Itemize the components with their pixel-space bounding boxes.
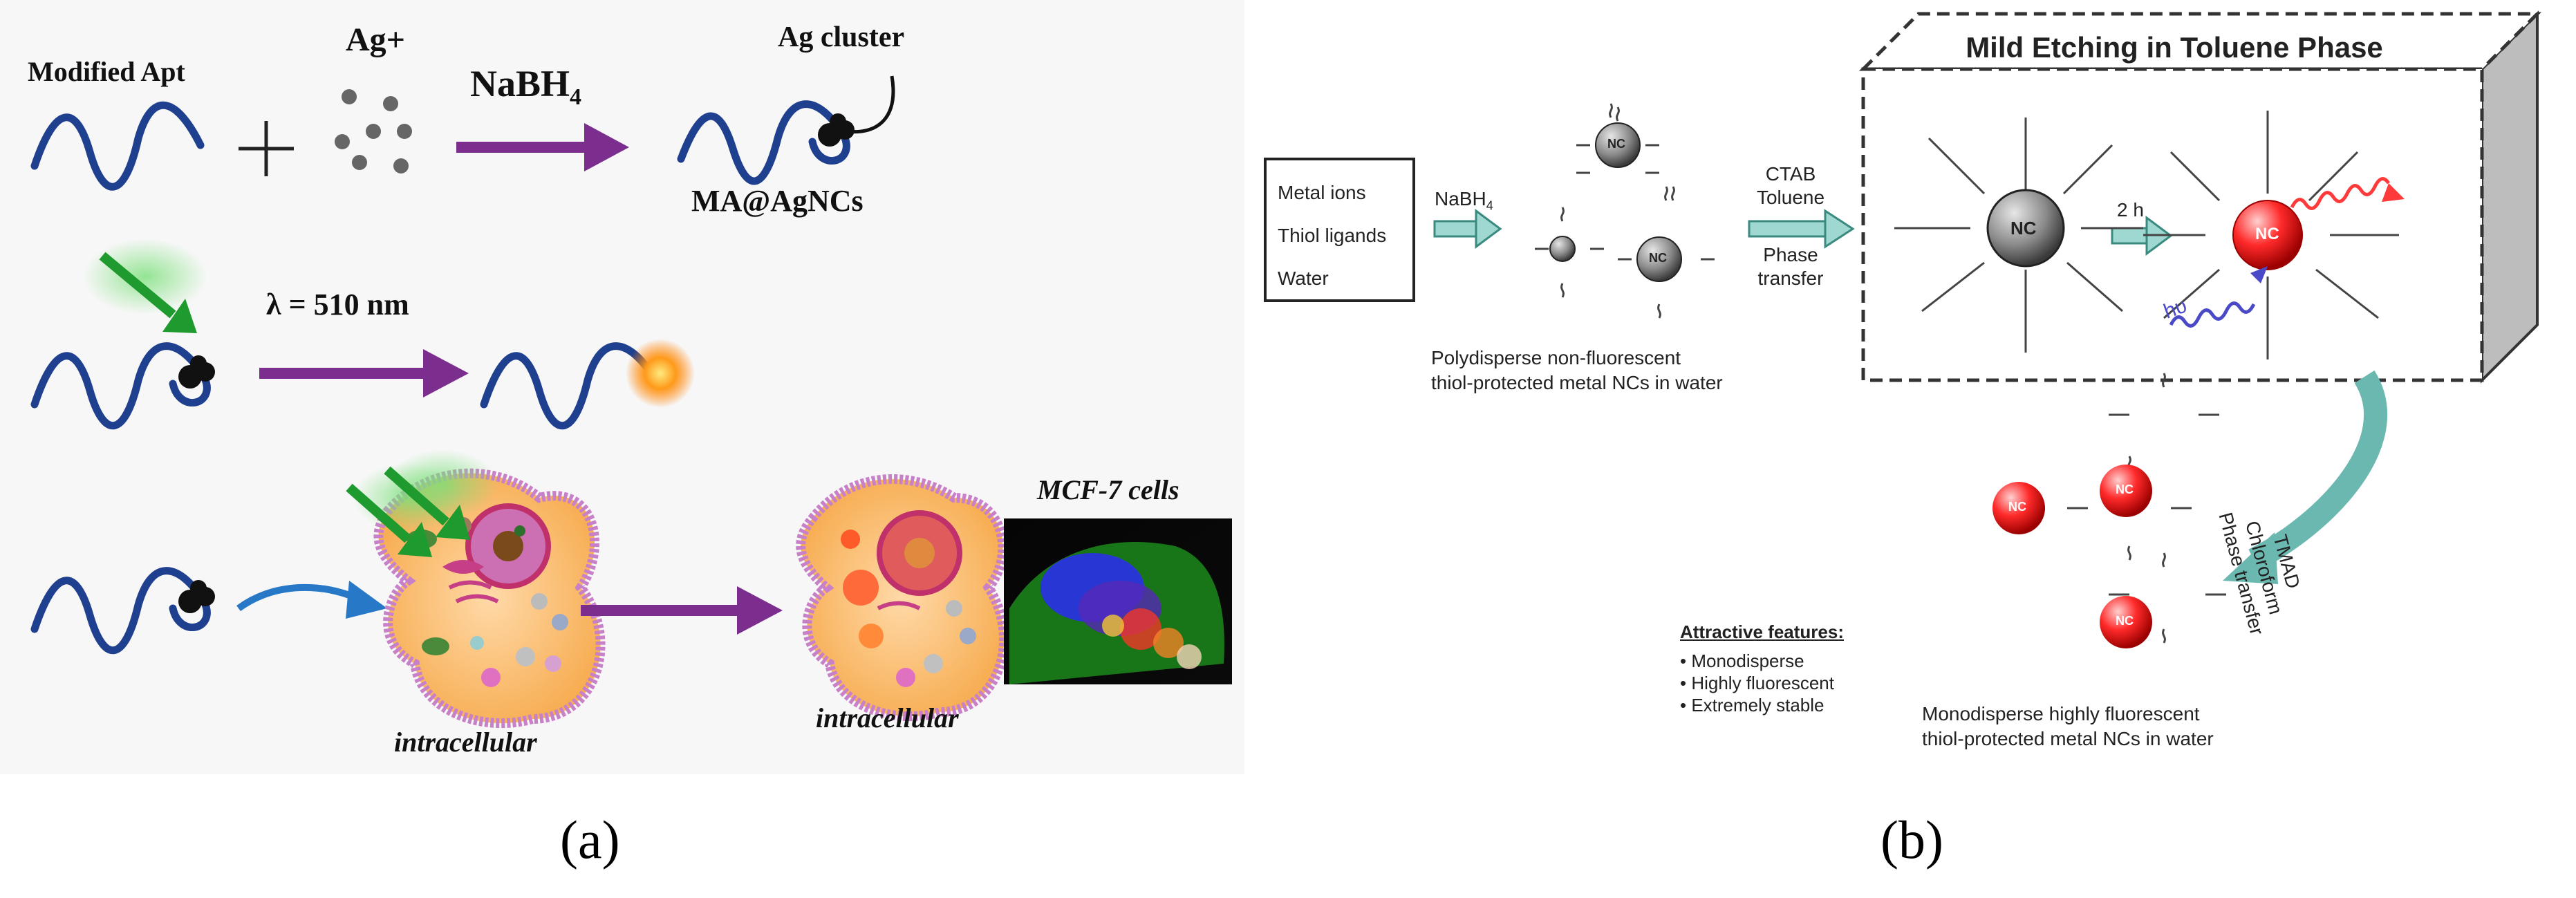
box-top-face (1858, 12, 2542, 71)
gray-nc-group (1535, 103, 1715, 319)
nc-label: NC (2255, 225, 2279, 243)
nc-gray-small (1549, 236, 1576, 262)
aptamer-wave-3 (30, 342, 211, 430)
nc-in-box-red (2232, 200, 2303, 270)
nc-gray-1 (1595, 122, 1641, 168)
nc-red-3 (2100, 596, 2152, 648)
aptamer-wave-5 (30, 567, 211, 655)
aptamer-wave-4 (480, 342, 657, 430)
curved-teal-arrow (2248, 370, 2387, 571)
polydisperse-line-1: Polydisperse non-fluorescent (1431, 347, 1681, 368)
wavelength-label: λ = 510 nm (266, 288, 409, 321)
nabh4-text-b: NaBH (1435, 188, 1486, 209)
nabh4-label-b: NaBH4 (1435, 188, 1493, 214)
nabh4-sub-a: 4 (570, 84, 582, 110)
modified-apt-label: Modified Apt (28, 56, 185, 87)
ag-cluster-pointer (846, 75, 895, 134)
nabh4-label-a: NaBH4 (470, 62, 581, 111)
reagent-item: Water (1278, 268, 1329, 289)
aptamer-wave-2 (677, 100, 850, 185)
feature-item: • Highly fluorescent (1680, 673, 1834, 693)
intracellular-label-1: intracellular (394, 727, 537, 758)
red-nc-ligands (2067, 373, 2226, 644)
ag-cluster-blob-3 (178, 580, 215, 613)
monodisperse-line-2: thiol-protected metal NCs in water (1922, 728, 2214, 749)
ctab-labels-top: CTAB Toluene (1753, 162, 1829, 209)
feature-item: • Monodisperse (1680, 651, 1804, 671)
cell-2-organelles (841, 530, 976, 687)
ctab-line: transfer (1757, 268, 1824, 289)
reagents-list: Metal ions Thiol ligands Water (1278, 171, 1386, 300)
curved-teal-arrow-head (2223, 532, 2278, 584)
nabh4-text-a: NaBH (470, 63, 570, 104)
feature-item: • Extremely stable (1680, 695, 1824, 715)
mcf7-label: MCF-7 cells (1037, 474, 1179, 505)
red-emission-head (2382, 183, 2405, 202)
ag-cluster-blob-2 (178, 355, 215, 389)
green-excitation-arrows-2 (346, 466, 470, 557)
ag-plus-label: Ag+ (346, 21, 405, 59)
green-glow-1 (83, 238, 207, 315)
nc-label: NC (2116, 614, 2134, 628)
nc-in-box-gray (1986, 189, 2065, 268)
reagents-box (1264, 158, 1415, 302)
nc-label: NC (2010, 218, 2037, 238)
purple-arrow-1 (456, 123, 629, 171)
ag-cluster-label: Ag cluster (778, 21, 905, 53)
blue-uptake-arrow (236, 581, 387, 619)
nc-gray-2 (1636, 236, 1682, 282)
features-list: Attractive features: • Monodisperse • Hi… (1680, 621, 1844, 716)
ag-plus-text: Ag+ (346, 21, 406, 58)
ctab-line: CTAB (1765, 163, 1816, 185)
nc-red-1 (1992, 482, 2045, 534)
caption-b: (b) (1880, 810, 1943, 870)
intracellular-label-2: intracellular (816, 702, 959, 733)
teal-arrow-1 (1433, 209, 1502, 249)
purple-arrow-2 (259, 349, 469, 397)
green-excitation-arrow-1 (99, 252, 197, 333)
monodisperse-line-1: Monodisperse highly fluorescent (1922, 703, 2200, 724)
teal-arrow-2 (1748, 209, 1855, 249)
box-title: Mild Etching in Toluene Phase (1966, 31, 2383, 64)
mcf7-fluorescence (1009, 542, 1224, 684)
nc-red-2 (2100, 465, 2152, 517)
blue-excitation-head (2250, 266, 2268, 283)
blue-excitation-wave (2169, 301, 2256, 328)
ctab-labels-bottom: Phase transfer (1753, 243, 1829, 290)
monodisperse-caption: Monodisperse highly fluorescent thiol-pr… (1922, 702, 2214, 751)
nc-label: NC (1649, 251, 1667, 265)
aptamer-wave-1 (30, 102, 205, 191)
polydisperse-caption: Polydisperse non-fluorescent thiol-prote… (1431, 346, 1723, 395)
nc-label: NC (1607, 137, 1625, 151)
two-hours-label: 2 h (2117, 199, 2144, 221)
ag-ion-dots (335, 89, 412, 174)
reagent-item: Metal ions (1278, 182, 1366, 203)
green-glow-3 (387, 449, 498, 518)
ctab-line: Toluene (1756, 187, 1825, 208)
box-front-face (1861, 67, 2484, 382)
ma-agncs-label: MA@AgNCs (691, 184, 864, 218)
nc-label: NC (2008, 500, 2026, 514)
caption-a: (a) (560, 810, 620, 870)
nabh4-sub-b: 4 (1486, 198, 1493, 213)
nc-in-box-ligands (1894, 111, 2399, 359)
orange-fluorescence-glow (626, 339, 695, 408)
red-emission-wave (2290, 177, 2391, 210)
ag-cluster-blob-1 (818, 113, 855, 147)
box-right-face (2481, 10, 2539, 384)
features-title: Attractive features: (1680, 621, 1844, 642)
nc-label: NC (2116, 483, 2134, 496)
purple-arrow-3 (581, 586, 783, 635)
ctab-line: Phase (1763, 244, 1818, 265)
reagent-item: Thiol ligands (1278, 225, 1387, 246)
polydisperse-line-2: thiol-protected metal NCs in water (1431, 372, 1723, 393)
